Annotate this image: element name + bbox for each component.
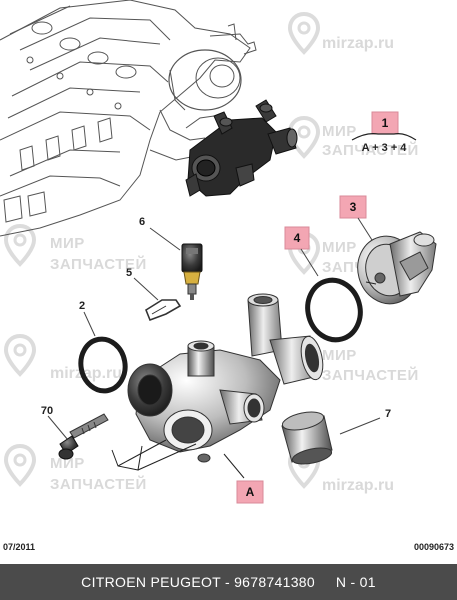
watermark-line2: ЗАПЧАСТЕЙ xyxy=(50,475,147,493)
watermark-mirzap: mirzap.ru xyxy=(50,365,122,382)
watermark-line1: МИР xyxy=(322,239,357,256)
diagram-date: 07/2011 xyxy=(3,542,36,552)
callout-6-label: 6 xyxy=(139,216,145,228)
part-2-o-ring xyxy=(78,311,128,394)
watermark-line1: МИР xyxy=(50,455,85,472)
part-3-thermostat: 3 xyxy=(339,195,437,305)
part-5-clip xyxy=(133,277,182,322)
callout-5-label: 5 xyxy=(126,267,132,279)
watermark-line1: МИР xyxy=(322,347,357,364)
main-thermostat-housing xyxy=(127,293,324,463)
callout-4-label: 4 xyxy=(294,231,301,245)
callout-3-label: 3 xyxy=(350,200,357,214)
diagram-code: 00090673 xyxy=(413,542,454,552)
part-number-footer: CITROEN PEUGEOT - 9678741380 N - 01 xyxy=(0,564,457,600)
watermark-line1: МИР xyxy=(322,123,357,140)
assembled-housing-illustration xyxy=(185,99,298,197)
parts-diagram: mirzap.ru МИР ЗАПЧАСТЕЙ МИР ЗАПЧАСТЕЙ МИ… xyxy=(0,0,437,504)
watermarks: mirzap.ru МИР ЗАПЧАСТЕЙ МИР ЗАПЧАСТЕЙ МИ… xyxy=(3,11,419,494)
watermark-logo-icon xyxy=(3,333,37,377)
part-6-sensor xyxy=(149,227,203,300)
watermark-logo-icon xyxy=(3,223,37,267)
watermark-logo-icon xyxy=(287,115,321,159)
watermark-mirzap: mirzap.ru xyxy=(322,477,394,494)
group-a-indicator: A xyxy=(111,439,264,504)
part-7-cap xyxy=(281,411,381,465)
watermark-line1: МИР xyxy=(50,235,85,252)
callout-1-formula: A + 3 + 4 xyxy=(362,142,408,154)
footer-part-text: CITROEN PEUGEOT - 9678741380 N - 01 xyxy=(81,574,376,590)
part-70-bolt xyxy=(47,413,109,460)
watermark-line2: ЗАПЧАСТЕЙ xyxy=(322,141,419,159)
callout-a-label: A xyxy=(246,485,255,499)
watermark-line2: ЗАПЧАСТЕЙ xyxy=(322,366,419,384)
watermark-mirzap: mirzap.ru xyxy=(322,35,394,52)
callout-2-label: 2 xyxy=(79,300,85,312)
part-4-seal-ring: 4 xyxy=(284,226,363,343)
watermark-logo-icon xyxy=(287,11,321,55)
callout-70-label: 70 xyxy=(41,405,53,417)
callout-4-box xyxy=(284,226,310,250)
watermark-line2: ЗАПЧАСТЕЙ xyxy=(50,255,147,273)
callout-3-box xyxy=(339,195,367,219)
engine-block-illustration xyxy=(0,0,257,237)
watermark-logo-icon xyxy=(3,443,37,487)
callout-a-box xyxy=(236,480,264,504)
callout-7-label: 7 xyxy=(385,408,391,420)
callout-1-group: 1 A + 3 + 4 xyxy=(351,111,417,154)
callout-1-label: 1 xyxy=(382,116,389,130)
